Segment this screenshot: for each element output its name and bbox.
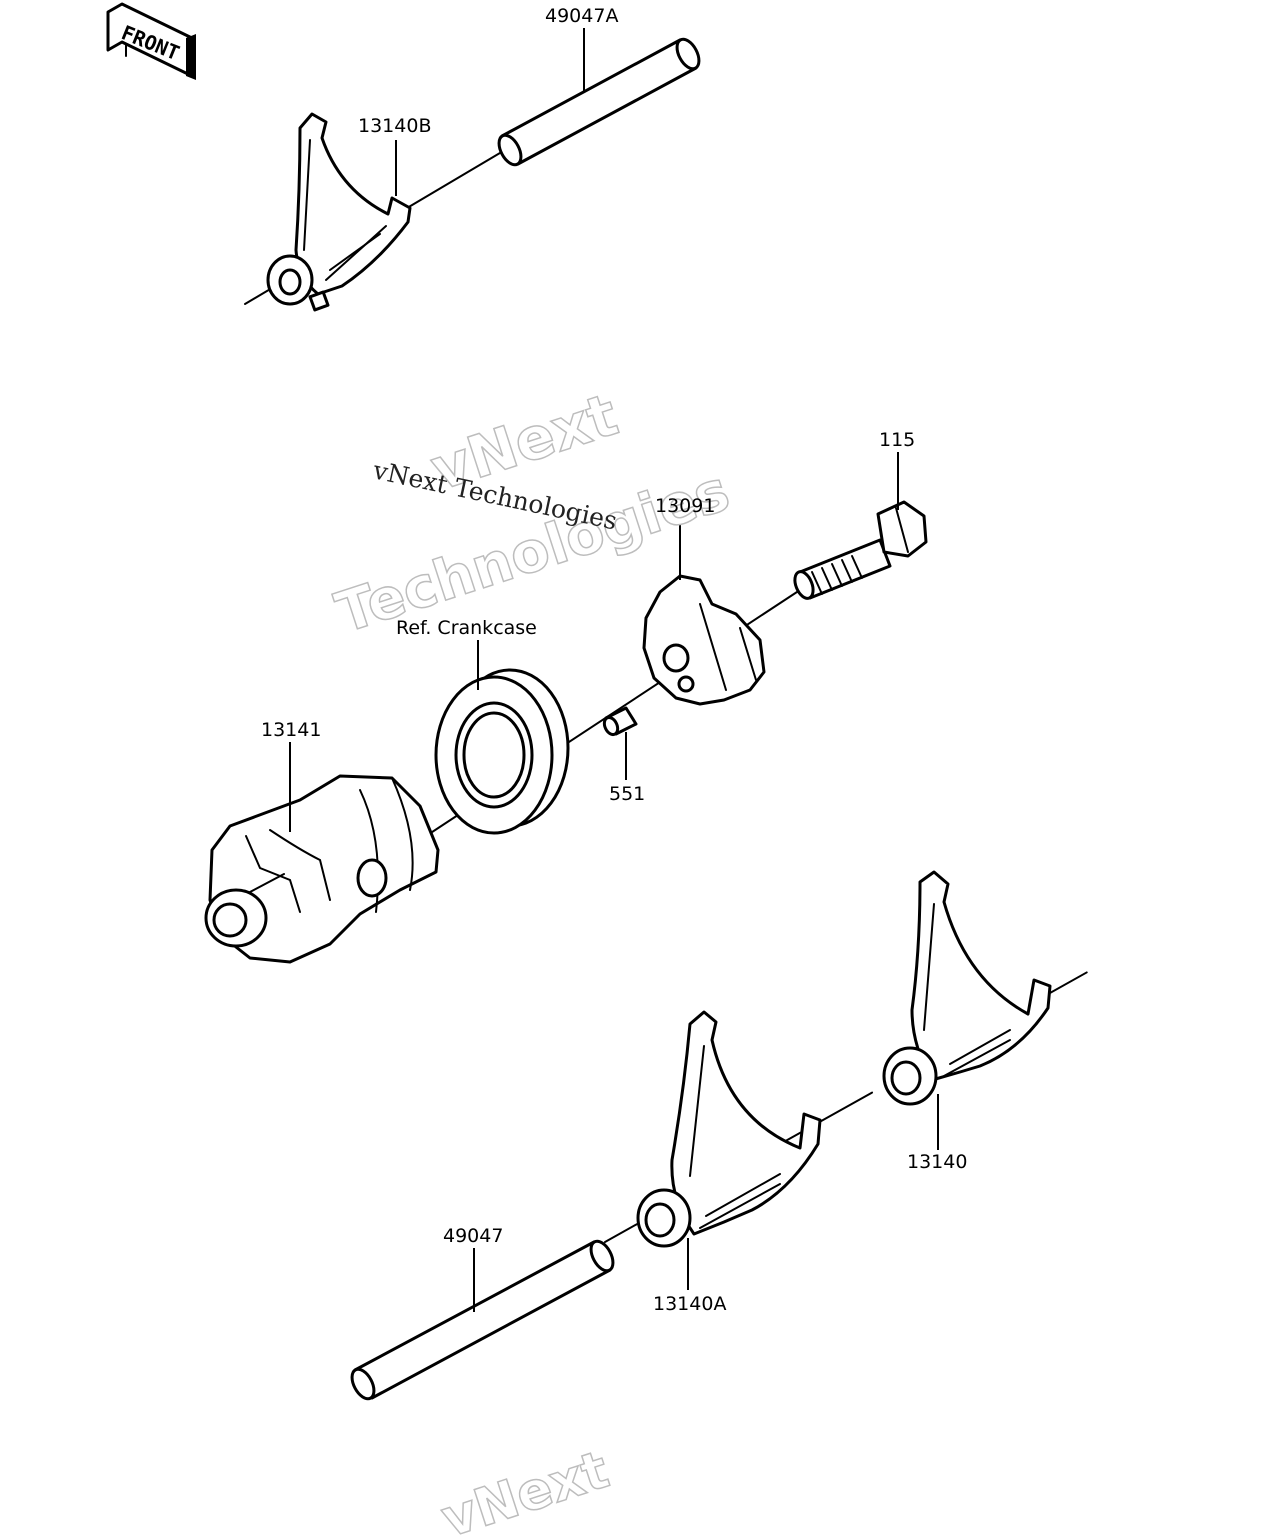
label-ref-crankcase: Ref. Crankcase	[396, 617, 537, 639]
watermark-bottom-fragment: vNext	[435, 1440, 616, 1536]
label-551: 551	[609, 783, 645, 805]
label-49047a: 49047A	[545, 5, 618, 27]
label-13091: 13091	[655, 495, 715, 517]
label-13140a: 13140A	[653, 1293, 726, 1315]
pin-551	[602, 706, 638, 737]
label-49047: 49047	[443, 1225, 503, 1247]
label-13141: 13141	[261, 719, 321, 741]
label-13140: 13140	[907, 1151, 967, 1173]
shift-fork-13140a	[636, 1010, 822, 1248]
leader-lines	[289, 28, 939, 1312]
shift-fork-13140	[882, 870, 1052, 1106]
shift-drum-13141	[204, 774, 440, 964]
shaft-49047	[350, 1239, 615, 1401]
label-13140b: 13140B	[358, 115, 431, 137]
front-indicator: FRONT	[106, 2, 196, 80]
shift-fork-13140b	[266, 112, 412, 312]
bolt-115	[793, 500, 928, 600]
label-115: 115	[879, 429, 915, 451]
drum-holder-13091	[642, 574, 766, 706]
part-labels: 49047A 13140B 115 13091 Ref. Crankcase 1…	[261, 5, 967, 1315]
shaft-49047a	[497, 37, 701, 167]
bearing-ref-crankcase	[434, 668, 570, 835]
